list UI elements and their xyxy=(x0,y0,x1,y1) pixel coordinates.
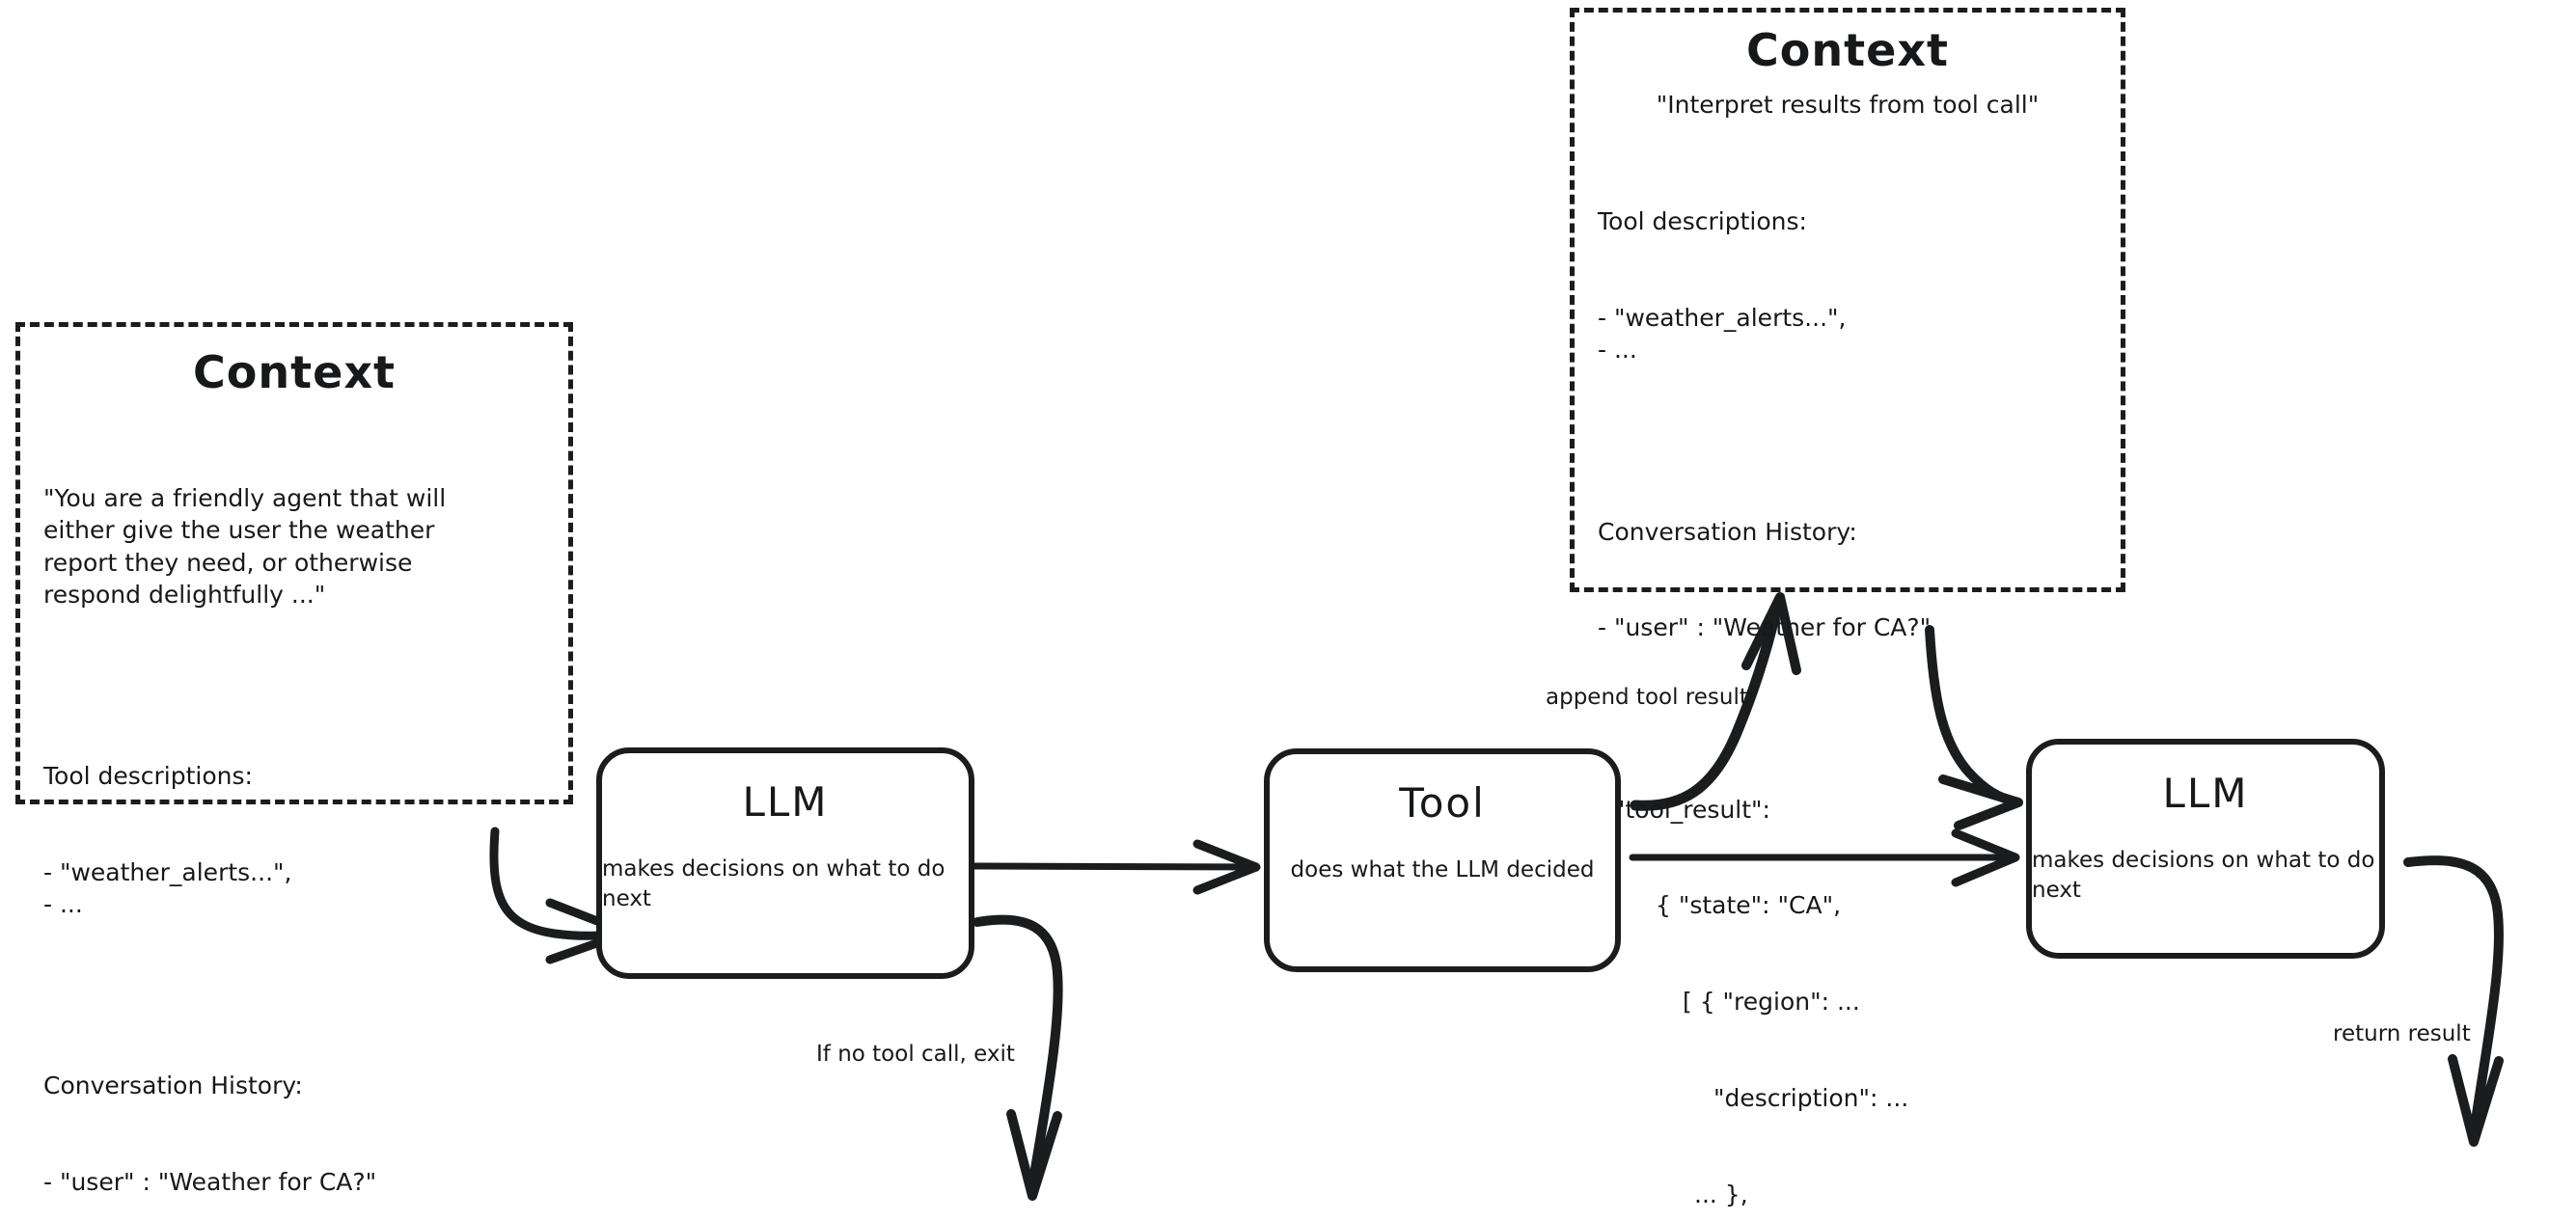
node-llm-first-subtitle: makes decisions on what to do next xyxy=(602,856,945,911)
node-llm-first[interactable]: LLM makes decisions on what to do next xyxy=(596,747,974,979)
context-left-tools-items: - "weather_alerts...", - ... xyxy=(43,857,292,919)
edge-label-return-result: return result xyxy=(2333,1021,2471,1046)
context-left-system-prompt: "You are a friendly agent that will eith… xyxy=(43,484,447,609)
edge-label-if-no-tool-call-exit: If no tool call, exit xyxy=(816,1042,1015,1067)
context-right-body: Tool descriptions: - "weather_alerts..."… xyxy=(1598,142,2121,1221)
edge-label-append-tool-result: append tool result xyxy=(1546,685,1748,710)
node-llm-second-title: LLM xyxy=(2162,770,2249,817)
context-right-conversation-user: - "user" : "Weather for CA?" xyxy=(1598,613,1932,642)
spacer xyxy=(1598,430,2121,451)
node-tool-subtitle: does what the LLM decided xyxy=(1290,857,1595,882)
node-tool[interactable]: Tool does what the LLM decided xyxy=(1264,748,1621,972)
context-left-conversation-items: - "user" : "Weather for CA?" xyxy=(43,1168,377,1197)
context-box-right: Context "Interpret results from tool cal… xyxy=(1570,8,2125,1208)
context-right-conversation-header: Conversation History: xyxy=(1598,517,1857,546)
context-box-left: Context "You are a friendly agent that w… xyxy=(15,322,573,1196)
context-left-body: "You are a friendly agent that will eith… xyxy=(43,419,568,1221)
context-left-title: Context xyxy=(193,346,396,398)
node-llm-first-title: LLM xyxy=(742,778,829,826)
context-right-system-prompt: "Interpret results from tool call" xyxy=(1656,90,2040,119)
arrow-llm-to-tool xyxy=(969,839,1261,895)
context-right-tools-items: - "weather_alerts...", - ... xyxy=(1598,304,1847,365)
context-right-tool-result-line-2: [ { "region": ... xyxy=(1683,988,1860,1017)
node-llm-second[interactable]: LLM makes decisions on what to do next xyxy=(2026,739,2385,959)
context-right-tool-result-line-3: "description": ... xyxy=(1713,1083,1909,1112)
context-right-tool-result-line-1: { "state": "CA", xyxy=(1656,891,1842,920)
arrow-llm-return xyxy=(2403,855,2504,1147)
node-tool-title: Tool xyxy=(1399,779,1486,827)
context-left-conversation-header: Conversation History: xyxy=(43,1072,303,1100)
node-llm-second-subtitle: makes decisions on what to do next xyxy=(2032,848,2375,903)
context-right-title: Context xyxy=(1746,24,1949,76)
context-left-tools-header: Tool descriptions: xyxy=(43,762,253,791)
context-right-tool-result-line-4: ... }, xyxy=(1694,1180,1748,1208)
context-right-tools-header: Tool descriptions: xyxy=(1598,207,1807,236)
spacer xyxy=(43,675,568,696)
spacer xyxy=(43,985,568,1006)
